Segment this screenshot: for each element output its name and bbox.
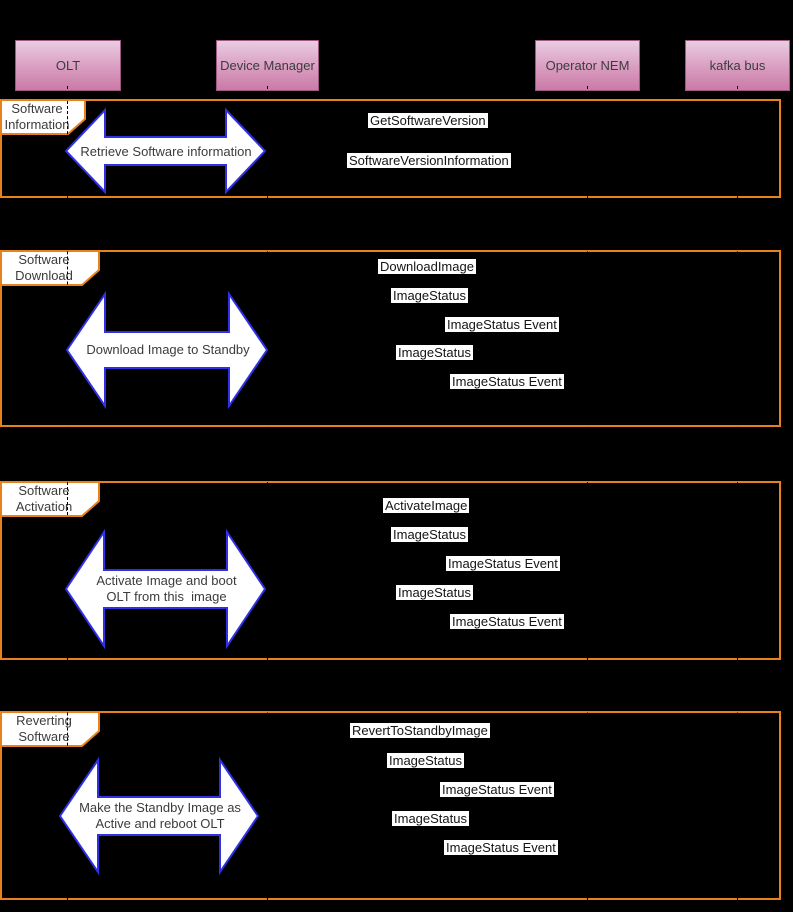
double-arrow-shape <box>65 290 269 410</box>
message-label: ImageStatus <box>392 811 469 826</box>
frame-title-pentagon <box>0 250 100 286</box>
message-label: ImageStatus Event <box>445 317 559 332</box>
lifeline-olt <box>67 86 68 906</box>
lifeline-operator-nem <box>587 86 588 906</box>
message-label: ImageStatus <box>387 753 464 768</box>
double-arrow-download-image: Download Image to Standby <box>63 290 273 410</box>
arrow-text-line1: Make the Standby Image as <box>79 800 241 815</box>
frame-title-software-information: Software Information <box>0 99 86 135</box>
arrow-text-line1: Retrieve Software information <box>80 144 252 159</box>
double-arrow-revert-standby: Make the Standby Image as Active and reb… <box>56 756 264 876</box>
actor-box-kafka-bus: kafka bus <box>685 40 790 91</box>
frame-title-text: Reverting Software <box>0 711 88 747</box>
arrow-text-line1: Download Image to Standby <box>86 342 250 357</box>
frame-title-line2: Activation <box>15 499 73 514</box>
message-label: DownloadImage <box>378 259 476 274</box>
frame-title-line2: Information <box>4 117 70 132</box>
frame-title-text: Software Download <box>0 250 88 286</box>
message-label: ImageStatus Event <box>446 556 560 571</box>
message-label: SoftwareVersionInformation <box>347 153 511 168</box>
actor-box-device-manager: Device Manager <box>216 40 319 91</box>
frame-title-line1: Software <box>11 101 63 116</box>
message-label: ImageStatus <box>396 585 473 600</box>
frame-reverting-software <box>0 711 781 900</box>
message-label: ImageStatus Event <box>440 782 554 797</box>
double-arrow-shape <box>64 107 267 195</box>
arrow-text-line2: Active and reboot OLT <box>95 816 225 831</box>
frame-title-text: Software Activation <box>0 481 88 517</box>
double-arrow-text: Activate Image and boot OLT from this im… <box>62 528 271 650</box>
actor-label-operator-nem: Operator NEM <box>545 58 630 73</box>
arrow-text-line2: OLT from this image <box>106 589 227 604</box>
message-label: ImageStatus <box>391 288 468 303</box>
actor-box-operator-nem: Operator NEM <box>535 40 640 91</box>
frame-title-line1: Software <box>18 483 70 498</box>
frame-title-text: Software Information <box>0 99 74 135</box>
frame-title-pentagon <box>0 711 100 747</box>
double-arrow-retrieve-software: Retrieve Software information <box>62 106 270 198</box>
frame-title-line2: Download <box>15 268 73 283</box>
actor-label-olt: OLT <box>55 58 81 73</box>
lifeline-kafka-bus <box>737 86 738 906</box>
message-label: ImageStatus Event <box>450 614 564 629</box>
frame-title-reverting-software: Reverting Software <box>0 711 100 747</box>
actor-label-kafka-bus: kafka bus <box>709 58 766 73</box>
message-label: ActivateImage <box>383 498 470 513</box>
double-arrow-text: Download Image to Standby <box>63 290 273 410</box>
frame-software-activation <box>0 481 781 660</box>
frame-title-line1: Software <box>18 252 70 267</box>
message-label: ImageStatus Event <box>444 840 558 855</box>
double-arrow-shape <box>58 756 260 876</box>
frame-title-software-activation: Software Activation <box>0 481 100 517</box>
double-arrow-activate-image: Activate Image and boot OLT from this im… <box>62 528 271 650</box>
message-label: ImageStatus <box>391 527 468 542</box>
frame-title-pentagon <box>0 99 86 135</box>
frame-title-line2: Software <box>18 729 70 744</box>
message-label: ImageStatus <box>396 345 473 360</box>
message-label: ImageStatus Event <box>450 374 564 389</box>
message-label: GetSoftwareVersion <box>368 113 488 128</box>
actor-label-device-manager: Device Manager <box>220 58 315 73</box>
lifeline-device-manager <box>267 86 268 906</box>
arrow-text-line1: Activate Image and boot <box>96 573 237 588</box>
frame-software-download <box>0 250 781 427</box>
frame-title-pentagon <box>0 481 100 517</box>
actor-box-olt: OLT <box>15 40 121 91</box>
frame-title-software-download: Software Download <box>0 250 100 286</box>
double-arrow-shape <box>64 528 267 650</box>
frame-software-information <box>0 99 781 198</box>
message-label: RevertToStandbyImage <box>350 723 490 738</box>
double-arrow-text: Retrieve Software information <box>62 106 270 198</box>
frame-title-line1: Reverting <box>16 713 72 728</box>
double-arrow-text: Make the Standby Image as Active and reb… <box>56 756 264 876</box>
